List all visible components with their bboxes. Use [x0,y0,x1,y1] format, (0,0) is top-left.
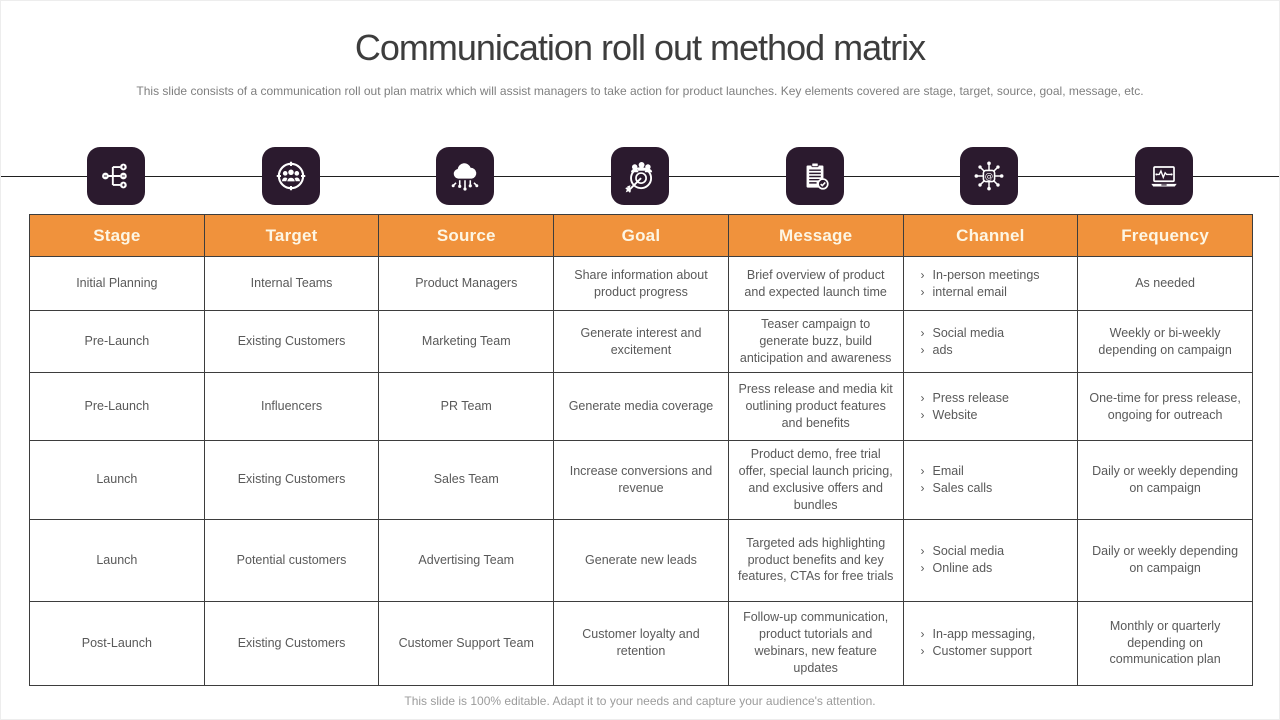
channel-item: Social media [932,325,1005,340]
cell-target: Internal Teams [203,256,380,311]
channel-item: Press release [932,390,1009,405]
cell-channel: › Press release › Website [902,372,1079,441]
chevron-bullet: › [920,284,925,299]
chevron-bullet: › [920,267,925,282]
cell-channel: › Email › Sales calls [902,440,1079,520]
cell-message: Teaser campaign to generate buzz, build … [727,310,904,373]
cell-stage: Launch [29,518,205,602]
cell-goal: Generate new leads [553,518,729,602]
cell-source: PR Team [378,372,555,441]
table-row: Launch Potential customers Advertising T… [29,518,1253,602]
column-header-source: Source [378,214,555,257]
chevron-bullet: › [920,325,925,340]
cell-channel: › In-app messaging, › Customer support [902,600,1079,686]
chevron-bullet: › [920,627,925,642]
channel-item: In-app messaging, [932,627,1036,642]
header-row: Stage Target Source Goal Message Channel… [29,214,1253,257]
cell-stage: Pre-Launch [29,372,205,441]
column-header-frequency: Frequency [1077,214,1253,257]
cell-message: Press release and media kit outlining pr… [727,372,904,441]
channel-item: Online ads [932,561,993,575]
table-row: Launch Existing Customers Sales Team Inc… [29,440,1253,520]
cell-goal: Generate media coverage [553,372,729,441]
table-row: Initial Planning Internal Teams Product … [29,256,1253,311]
chevron-bullet: › [920,480,925,495]
cell-goal: Customer loyalty and retention [553,600,729,686]
slide-footer: This slide is 100% editable. Adapt it to… [404,694,876,708]
column-header-goal: Goal [553,214,729,257]
chevron-bullet: › [920,390,925,405]
cell-frequency: One-time for press release, ongoing for … [1077,372,1253,441]
cell-stage: Pre-Launch [29,310,205,373]
chevron-bullet: › [920,407,925,422]
channel-item: Customer support [932,644,1032,658]
cell-source: Advertising Team [378,518,555,602]
cell-stage: Initial Planning [29,256,205,311]
column-header-message: Message [727,214,904,257]
cell-source: Sales Team [378,440,555,520]
cell-frequency: As needed [1077,256,1253,311]
cell-source: Marketing Team [378,310,555,373]
channel-item: Sales calls [932,480,993,495]
channel-item: Website [932,407,978,422]
goal-dartboard-icon [611,147,670,205]
channel-item: internal email [932,284,1007,299]
chevron-bullet: › [920,463,925,478]
cell-channel: › Social media › ads [902,310,1079,373]
cell-target: Existing Customers [203,310,380,373]
chevron-bullet: › [920,561,925,575]
cell-goal: Share information about product progress [553,256,729,311]
cell-message: Product demo, free trial offer, special … [727,440,904,520]
cell-source: Customer Support Team [378,600,555,686]
matrix-table: Stage Target Source Goal Message Channel… [29,214,1253,686]
slide-subtitle: This slide consists of a communication r… [136,84,1144,98]
table-row: Pre-Launch Existing Customers Marketing … [29,310,1253,373]
hierarchy-flow-icon [87,147,146,205]
channel-item: In-person meetings [932,267,1040,282]
channel-item: Email [932,463,964,478]
chevron-bullet: › [920,644,925,658]
cell-frequency: Daily or weekly depending on campaign [1077,518,1253,602]
cell-message: Targeted ads highlighting product benefi… [727,518,904,602]
cell-stage: Post-Launch [29,600,205,686]
cell-channel: › In-person meetings › internal email [902,256,1079,311]
channel-item: ads [932,342,953,357]
table-row: Pre-Launch Influencers PR Team Generate … [29,372,1253,441]
cell-message: Brief overview of product and expected l… [727,256,904,311]
cell-goal: Generate interest and excitement [553,310,729,373]
column-header-channel: Channel [902,214,1079,257]
cell-frequency: Monthly or quarterly depending on commun… [1077,600,1253,686]
table-row: Post-Launch Existing Customers Customer … [29,600,1253,686]
page-title: Communication roll out method matrix [354,27,926,68]
cell-target: Potential customers [203,518,380,602]
audience-target-icon [261,147,320,205]
channel-hub-icon: @ [960,147,1019,205]
laptop-pulse-icon [1134,147,1193,205]
cell-target: Existing Customers [203,600,380,686]
icon-band: @ [1,147,1279,205]
cloud-network-icon [436,147,495,205]
column-header-target: Target [203,214,380,257]
cell-frequency: Weekly or bi-weekly depending on campaig… [1077,310,1253,373]
svg-text:@: @ [985,171,993,181]
chevron-bullet: › [920,544,925,559]
cell-target: Influencers [203,372,380,441]
cell-frequency: Daily or weekly depending on campaign [1077,440,1253,520]
clipboard-check-icon [785,147,844,205]
channel-item: Social media [932,544,1005,559]
cell-target: Existing Customers [203,440,380,520]
cell-message: Follow-up communication, product tutoria… [727,600,904,686]
chevron-bullet: › [920,342,925,357]
cell-goal: Increase conversions and revenue [553,440,729,520]
cell-stage: Launch [29,440,205,520]
cell-channel: › Social media › Online ads [902,518,1079,602]
column-header-stage: Stage [29,214,205,257]
cell-source: Product Managers [378,256,555,311]
